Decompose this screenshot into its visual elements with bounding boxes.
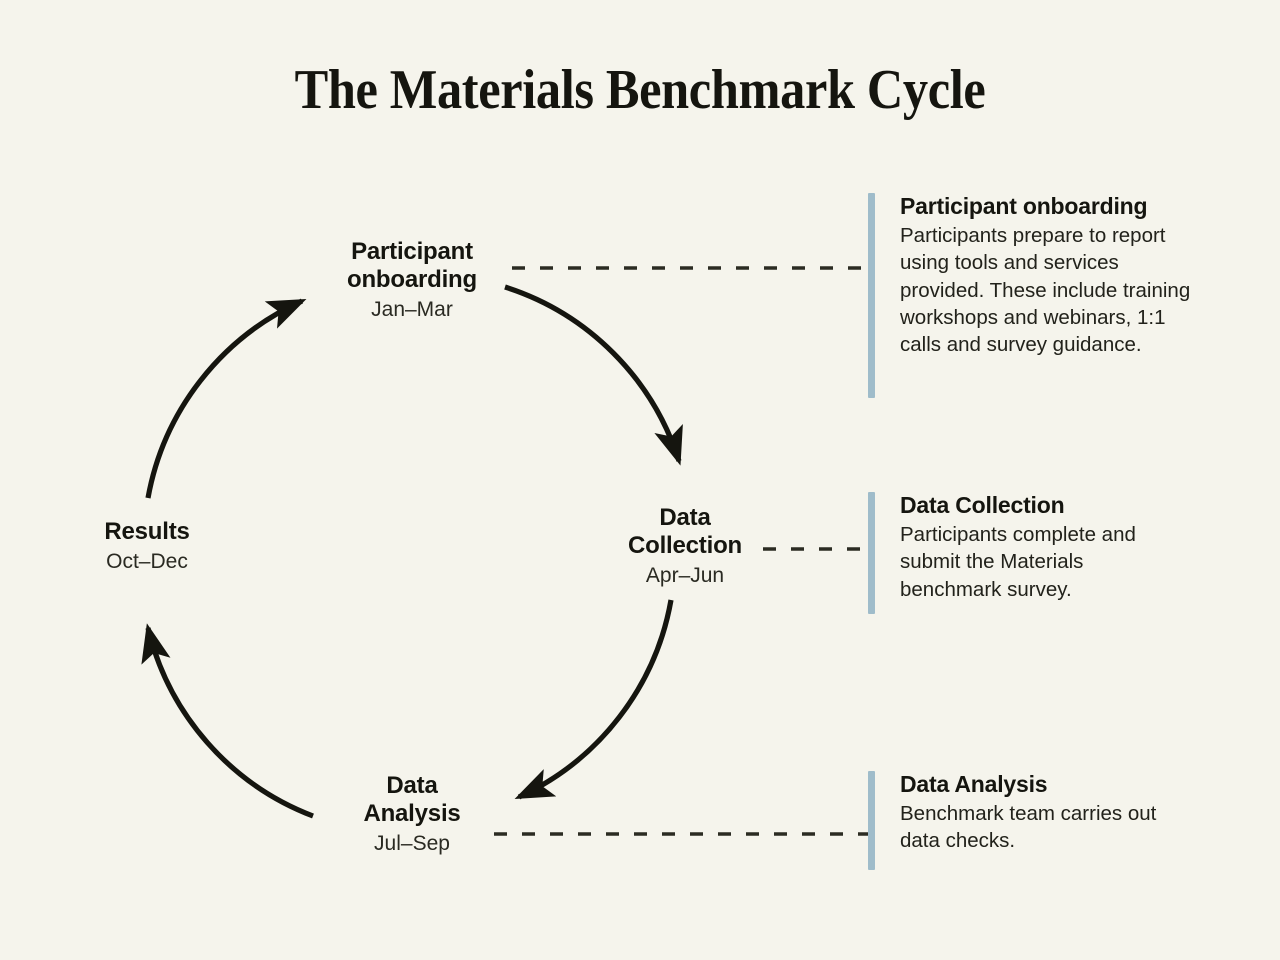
panel-onboarding-body: Participant onboarding Participants prep…	[875, 193, 1200, 398]
cycle-node-results-title: Results	[104, 518, 190, 545]
panel-collection: Data Collection Participants complete an…	[868, 492, 1180, 614]
panel-collection-accent-bar	[868, 492, 875, 614]
cycle-node-analysis-title: Data Analysis	[363, 772, 461, 827]
panel-onboarding-accent-bar	[868, 193, 875, 398]
cycle-node-onboarding[interactable]: Participant onboarding Jan–Mar	[292, 238, 532, 322]
panel-collection-heading: Data Collection	[900, 492, 1065, 518]
cycle-node-results-period: Oct–Dec	[106, 549, 188, 573]
cycle-node-onboarding-title: Participant onboarding	[347, 238, 477, 293]
arrow-collection-to-analysis	[514, 599, 674, 800]
cycle-node-results[interactable]: Results Oct–Dec	[66, 518, 228, 574]
panel-collection-text: Participants complete and submit the Mat…	[900, 523, 1136, 601]
panel-onboarding-text: Participants prepare to report using too…	[900, 224, 1191, 357]
panel-onboarding: Participant onboarding Participants prep…	[868, 193, 1200, 398]
panel-onboarding-heading: Participant onboarding	[900, 193, 1148, 219]
arrow-results-to-onboarding	[145, 298, 307, 499]
cycle-node-analysis-period: Jul–Sep	[374, 831, 450, 855]
panel-analysis: Data Analysis Benchmark team carries out…	[868, 771, 1180, 870]
panel-analysis-text: Benchmark team carries out data checks.	[900, 802, 1157, 853]
page-title: The Materials Benchmark Cycle	[294, 59, 986, 121]
panel-analysis-body: Data Analysis Benchmark team carries out…	[875, 771, 1180, 870]
cycle-node-collection-period: Apr–Jun	[645, 563, 725, 587]
panel-collection-body: Data Collection Participants complete an…	[875, 492, 1180, 614]
arrow-analysis-to-results	[141, 623, 314, 819]
panel-analysis-heading: Data Analysis	[900, 771, 1048, 797]
panel-analysis-accent-bar	[868, 771, 875, 870]
cycle-node-analysis[interactable]: Data Analysis Jul–Sep	[322, 772, 502, 856]
cycle-node-collection[interactable]: Data Collection Apr–Jun	[585, 504, 785, 588]
cycle-node-onboarding-period: Jan–Mar	[371, 297, 453, 321]
cycle-node-collection-title: Data Collection	[627, 504, 742, 559]
